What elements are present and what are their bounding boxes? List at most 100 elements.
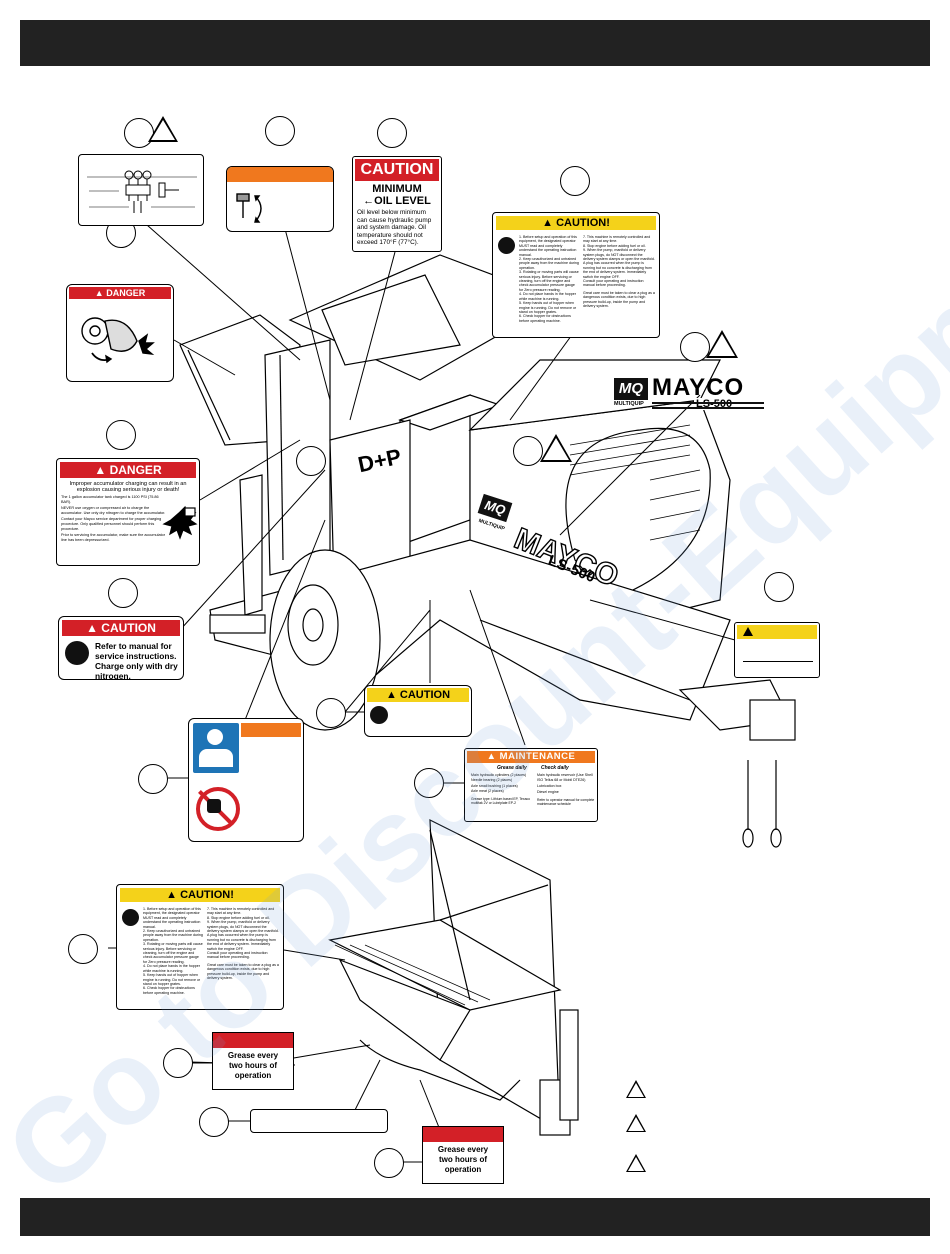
caution-header: ▲ CAUTION [62, 620, 180, 636]
caution-header: CAUTION [355, 159, 439, 181]
danger-lead-text: Improper accumulator charging can result… [69, 481, 187, 494]
callout-bubble [265, 116, 295, 146]
grease-type-text: Grease type: Lithium based EP, Texaco mu… [471, 796, 531, 805]
dipstick-icon [236, 193, 262, 223]
caution-col2: 7. This machine is remotely controlled a… [207, 907, 279, 981]
caution-item: 4. Do not place hands in the hopper whil… [143, 964, 200, 973]
caution-oil-line2: ←OIL LEVEL [363, 195, 431, 207]
caution-nitrogen-decal: ▲ CAUTION Refer to manual for service in… [58, 616, 184, 680]
caution-header: ▲ CAUTION! [120, 888, 280, 902]
caution-operation-decal: ▲ CAUTION! 1. Before setup and operation… [492, 212, 660, 338]
manual-reader-icon [370, 706, 388, 724]
danger-accumulator-decal: ▲ DANGER Improper accumulator charging c… [56, 458, 200, 566]
hydraulic-gauge-decal [78, 154, 204, 226]
callout-bubble [764, 572, 794, 602]
callout-bubble [296, 446, 326, 476]
grease-label-bar [423, 1127, 503, 1142]
callout-bubble [108, 578, 138, 608]
callout-bubble [199, 1107, 229, 1137]
caution-item: Consult your operating and instruction m… [583, 279, 644, 288]
caution-item: 2. Keep unauthorized and untrained peopl… [143, 929, 203, 942]
warning-header-bar [241, 723, 301, 737]
page-footer-band [20, 1198, 930, 1236]
warning-oil-decal [226, 166, 334, 232]
callout-bubble [377, 118, 407, 148]
caution-item: 2. Keep unauthorized and untrained peopl… [519, 257, 579, 270]
caution-nitrogen-body: Refer to manual for service instructions… [95, 641, 178, 680]
callout-bubble [316, 698, 346, 728]
caution-header-bar [737, 625, 817, 639]
legend-triangle-icon-inner [628, 1117, 644, 1131]
caution-item: 1. Before setup and operation of this eq… [519, 235, 577, 257]
danger-paragraph: Contact your Mayco service department fo… [61, 517, 162, 531]
danger-paragraph: The 1 gallon accumulator tank charged is… [61, 495, 159, 504]
manual-reader-icon [498, 237, 515, 254]
danger-header: ▲ DANGER [60, 462, 196, 478]
caution-item: 1. Before setup and operation of this eq… [143, 907, 201, 929]
caution-item: 5. Keep hands out of hopper when engine … [143, 973, 201, 986]
caution-item: 5. Keep hands out of hopper when engine … [519, 301, 577, 314]
grease-list: Main hydraulic cylinders (2 places) Need… [471, 773, 535, 805]
page-header-band [20, 20, 930, 66]
mq-logo-sub: MULTIQUIP [614, 401, 644, 407]
check-daily-label: Check daily [541, 765, 569, 771]
person-body-icon [199, 749, 233, 767]
caution-small-decal: ▲ CAUTION [364, 685, 472, 737]
manual-reader-icon [122, 909, 139, 926]
callout-bubble [138, 764, 168, 794]
callout-bubble [163, 1048, 193, 1078]
warning-header-bar [227, 167, 333, 182]
danger-paragraph: Prior to servicing the accumulator, make… [61, 533, 166, 542]
callout-bubble [106, 420, 136, 450]
caution-header: ▲ CAUTION! [496, 216, 656, 230]
grease-item: Axle small bushing (1 places) [471, 783, 518, 788]
check-item: Lubrication box [537, 784, 562, 789]
explosion-icon [162, 505, 198, 540]
caution-operation-decal-lower: ▲ CAUTION! 1. Before setup and operation… [116, 884, 284, 1010]
callout-bubble [374, 1148, 404, 1178]
grease-label-text: Grease every two hours of operation [437, 1145, 489, 1174]
warning-triangle-icon-inner [151, 120, 175, 140]
grease-item: Axle meat (2 places) [471, 789, 504, 794]
mq-logo-mark: MQ [614, 378, 648, 400]
warning-triangle-icon-inner [543, 438, 569, 460]
caution-oil-line1: MINIMUM [372, 183, 422, 195]
warning-triangle-icon-inner [709, 334, 735, 356]
caution-item: 4. Do not place hands in the hopper whil… [519, 292, 576, 301]
caution-oil-level-decal: CAUTION MINIMUM ←OIL LEVEL Oil level bel… [352, 156, 442, 252]
grease-label: Grease every two hours of operation [422, 1126, 504, 1184]
danger-header: ▲ DANGER [69, 287, 171, 299]
grease-label: Grease every two hours of operation [212, 1032, 294, 1090]
logo-stripe [652, 407, 764, 409]
maintenance-decal: ▲ MAINTENANCE Grease daily Check daily M… [464, 748, 598, 822]
hand-pinch-icon [81, 317, 155, 364]
grease-item: Needle bearing (2 places) [471, 778, 513, 783]
caution-item: Great care must be taken to clear a plug… [207, 962, 279, 981]
caution-item: 6. Check hopper for obstructions before … [143, 986, 195, 995]
grease-label-text: Grease every two hours of operation [227, 1051, 279, 1080]
caution-item: 3. Rotating or moving parts will cause s… [519, 270, 579, 292]
caution-item: 3. Rotating or moving parts will cause s… [143, 942, 203, 964]
grease-daily-label: Grease daily [497, 765, 527, 771]
callout-bubble [560, 166, 590, 196]
caution-item: 8. Stop engine before adding fuel or oil… [583, 243, 646, 248]
blank-part-label [250, 1109, 388, 1133]
grease-label-bar [213, 1033, 293, 1048]
check-item: Diesel engine [537, 789, 559, 794]
manual-reader-icon [65, 641, 89, 665]
maintenance-header: ▲ MAINTENANCE [467, 751, 595, 763]
callout-bubble [513, 436, 543, 466]
no-hands-icon [193, 781, 240, 837]
mayco-brand-text: MAYCO [652, 374, 745, 401]
caution-col2: 7. This machine is remotely controlled a… [583, 235, 655, 309]
caution-col1: 1. Before setup and operation of this eq… [143, 907, 203, 995]
caution-item: Consult your operating and instruction m… [207, 951, 268, 960]
caution-col1: 1. Before setup and operation of this eq… [519, 235, 579, 323]
read-manual-icon [193, 723, 239, 773]
caution-item: 6. Check hopper for obstructions before … [519, 314, 571, 323]
warning-ppe-decal [188, 718, 304, 842]
grease-item: Main hydraulic cylinders (2 places) [471, 773, 527, 777]
mayco-logo: MQ MULTIQUIP MAYCO LS-500 [614, 376, 766, 414]
warning-triangle-icon [743, 627, 753, 636]
person-head-icon [207, 729, 223, 745]
